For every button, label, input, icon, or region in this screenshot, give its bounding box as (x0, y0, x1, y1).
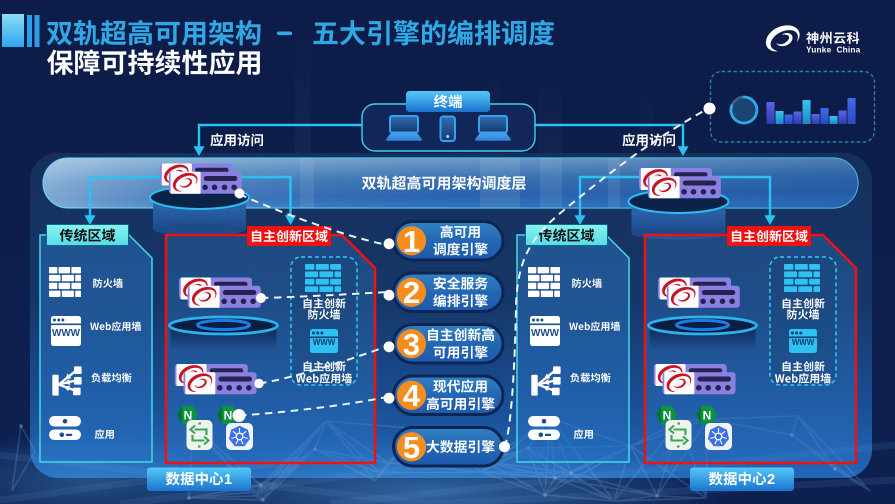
svg-text:1: 1 (403, 224, 420, 259)
svg-text:Yunke China: Yunke China (806, 45, 861, 55)
svg-text:5: 5 (403, 430, 420, 465)
svg-text:2: 2 (767, 472, 775, 488)
svg-text:1: 1 (224, 472, 232, 488)
svg-text:WWW: WWW (531, 328, 560, 339)
svg-text:N: N (703, 408, 712, 422)
svg-text:WWW: WWW (313, 338, 336, 347)
svg-text:N: N (663, 408, 672, 422)
svg-text:N: N (184, 408, 193, 422)
svg-text:4: 4 (403, 378, 421, 413)
svg-text:N: N (224, 408, 233, 422)
svg-text:2: 2 (403, 275, 420, 310)
svg-text:3: 3 (403, 327, 420, 362)
svg-text:WWW: WWW (792, 338, 815, 347)
svg-text:WWW: WWW (52, 328, 81, 339)
